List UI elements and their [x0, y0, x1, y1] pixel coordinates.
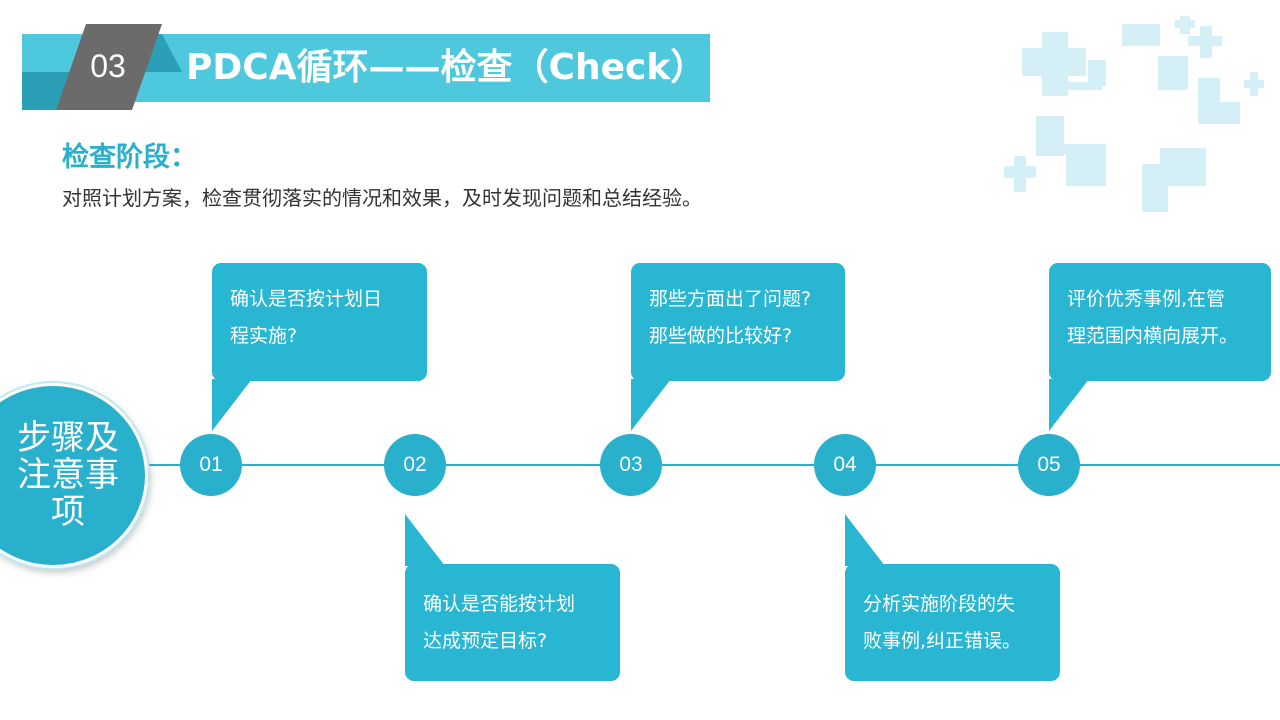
callout-05: 评价优秀事例,在管 理范围内横向展开。 — [1049, 263, 1271, 431]
decorative-crosses — [1004, 16, 1264, 212]
timeline-node-02: 02 — [384, 434, 446, 496]
timeline-node-03: 03 — [600, 434, 662, 496]
section-description: 对照计划方案，检查贯彻落实的情况和效果，及时发现问题和总结经验。 — [62, 186, 702, 210]
callout-03: 那些方面出了问题? 那些做的比较好? — [631, 263, 845, 431]
section-number: 03 — [90, 48, 126, 84]
callout-05-tail — [1049, 379, 1089, 431]
callout-01: 确认是否按计划日 程实施? — [212, 263, 427, 431]
callout-04-tail — [845, 514, 885, 566]
timeline-node-05: 05 — [1018, 434, 1080, 496]
header-badge — [22, 24, 182, 110]
steps-badge-label: 步骤及 注意事 项 — [17, 418, 119, 532]
timeline-line — [140, 464, 1280, 466]
callout-04: 分析实施阶段的失 败事例,纠正错误。 — [845, 514, 1060, 681]
section-heading: 检查阶段： — [62, 142, 197, 173]
page-title: PDCA循环——检查（Check） — [186, 47, 707, 88]
timeline-node-01: 01 — [180, 434, 242, 496]
callout-02: 确认是否能按计划 达成预定目标? — [405, 514, 620, 681]
timeline-node-04: 04 — [814, 434, 876, 496]
callout-02-tail — [405, 514, 445, 566]
steps-badge: 步骤及 注意事 项 — [0, 380, 150, 570]
callout-01-tail — [212, 379, 252, 431]
callout-03-tail — [631, 379, 671, 431]
